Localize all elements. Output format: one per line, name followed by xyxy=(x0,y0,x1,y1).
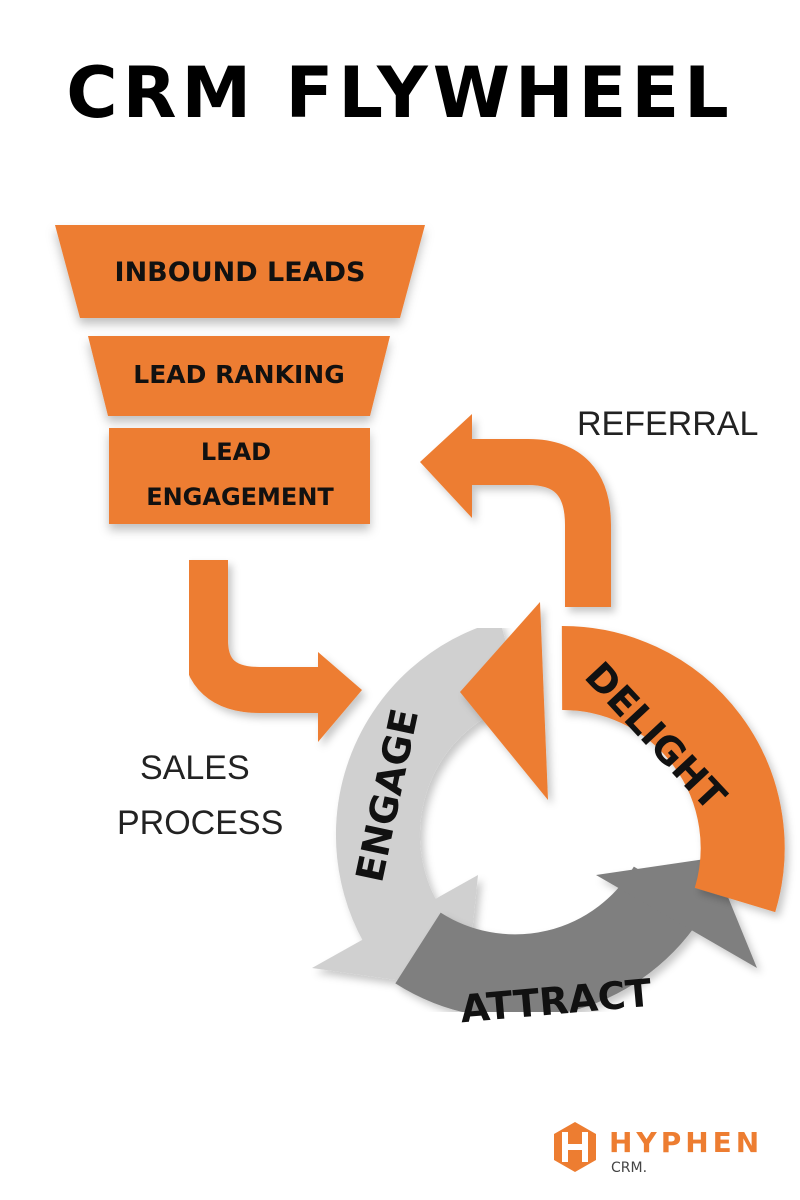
funnel-stage-inbound-leads xyxy=(55,225,425,318)
funnel-label-lead: LEAD xyxy=(201,438,271,466)
sales-process-arrow xyxy=(182,560,362,742)
hyphen-crm-logo: HYPHEN CRM. xyxy=(554,1122,763,1176)
flywheel-segment-delight xyxy=(460,602,785,913)
logo-sub: CRM. xyxy=(611,1160,647,1176)
sales-process-label-line2: PROCESS xyxy=(117,804,283,842)
referral-arrow xyxy=(420,414,611,607)
funnel-label-inbound-leads: INBOUND LEADS xyxy=(115,257,366,288)
funnel-stage-lead-engagement xyxy=(109,428,370,524)
hexagon-logo-icon xyxy=(554,1122,596,1172)
funnel xyxy=(55,225,425,524)
sales-process-label-line1: SALES xyxy=(140,749,250,787)
logo-name: HYPHEN xyxy=(609,1126,763,1159)
funnel-label-lead-ranking: LEAD RANKING xyxy=(133,360,344,389)
funnel-stage-lead-ranking xyxy=(88,336,390,416)
funnel-label-engagement: ENGAGEMENT xyxy=(146,483,334,511)
referral-label: REFERRAL xyxy=(577,405,758,443)
page-title: CRM FLYWHEEL xyxy=(66,52,734,134)
flywheel xyxy=(312,602,785,1019)
